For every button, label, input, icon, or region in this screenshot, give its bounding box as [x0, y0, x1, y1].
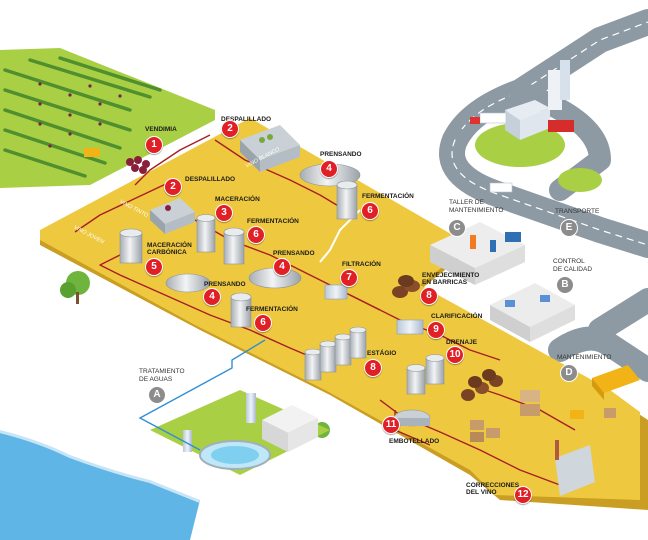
service-label-control-2: DE CALIDAD — [553, 266, 593, 273]
service-label-mantenimiento: MANTENIMIENTO — [557, 354, 612, 361]
step-label-estagio: ESTÁGIO — [367, 350, 397, 357]
step-badge-4-low: 4 — [203, 288, 221, 306]
step-badge-6-low: 6 — [254, 314, 272, 332]
road-grass-island-small — [558, 168, 602, 192]
river — [0, 430, 200, 540]
step-badge-9: 9 — [427, 321, 445, 339]
river-bank — [0, 427, 202, 503]
step-badge-10: 10 — [446, 346, 464, 364]
service-badge-b: B — [556, 276, 574, 294]
service-badge-a: A — [148, 386, 166, 404]
filtration-flow-arrow — [319, 209, 361, 263]
workshop-building — [430, 222, 525, 285]
grape-dots — [38, 82, 122, 148]
step-label-prensando-mid: PRENSANDO — [273, 250, 315, 257]
step-badge-8-estagio: 8 — [364, 359, 382, 377]
tanks — [119, 180, 445, 395]
bottling-line — [393, 390, 540, 442]
step-badge-5: 5 — [145, 258, 163, 276]
destemmer-mid — [150, 198, 195, 234]
clarification-unit — [396, 319, 424, 335]
step-label-filtracion: FILTRACIÓN — [342, 261, 381, 268]
step-label-prensando-low: PRENSANDO — [204, 281, 246, 288]
service-label-tratamiento-1: TRATAMIENTO — [139, 368, 185, 375]
step-label-envejecimiento-2: EN BARRICAS — [422, 279, 468, 286]
step-badge-2-mid: 2 — [164, 178, 182, 196]
vineyard-rows — [3, 56, 162, 178]
service-label-transporte: TRANSPORTE — [555, 208, 600, 215]
quality-lab — [490, 283, 575, 342]
service-label-taller-1: TALLER DE — [449, 199, 484, 206]
vineyard-field — [0, 48, 215, 188]
service-label-control-1: CONTROL — [553, 258, 585, 265]
service-badge-d: D — [560, 364, 578, 382]
step-badge-6-top: 6 — [361, 202, 379, 220]
step-label-despalillado-mid: DESPALILLADO — [185, 176, 236, 183]
service-badge-e: E — [560, 219, 578, 237]
step-badge-3: 3 — [215, 204, 233, 222]
destemmer-top — [240, 125, 300, 172]
step-badge-7: 7 — [340, 269, 358, 287]
press-low — [165, 273, 211, 293]
step-badge-6-mid: 6 — [247, 226, 265, 244]
step-label-maceracion: MACERACIÓN — [215, 196, 260, 203]
step-label-fermentacion-low: FERMENTACIÓN — [246, 306, 298, 313]
step-label-vendimia: VENDIMIA — [145, 126, 177, 133]
correction-station — [555, 440, 595, 496]
step-label-prensando-top: PRENSANDO — [320, 151, 362, 158]
barrels — [392, 275, 503, 401]
step-badge-2-top: 2 — [221, 120, 239, 138]
road-grass-island — [475, 123, 565, 167]
step-badge-4-mid: 4 — [273, 258, 291, 276]
service-badge-c: C — [448, 219, 466, 237]
step-label-envejecimiento-1: ENVEJECIMIENTO — [422, 272, 480, 279]
step-badge-4-top: 4 — [320, 160, 338, 178]
step-label-despalillado-top: DESPALILLADO — [221, 116, 272, 123]
step-label-clarificacion: CLARIFICACIÓN — [431, 313, 483, 320]
step-badge-12: 12 — [514, 486, 532, 504]
step-label-fermentacion-top: FERMENTACIÓN — [362, 193, 414, 200]
service-label-tratamiento-2: DE AGUAS — [139, 376, 173, 383]
filtration-unit — [324, 284, 348, 300]
transport-depot — [470, 60, 574, 193]
step-label-correcciones-2: DEL VINO — [466, 489, 497, 496]
maintenance-area — [570, 365, 640, 419]
step-label-maceracion-carbonica-2: CARBÓNICA — [147, 249, 187, 256]
water-pipe — [138, 339, 266, 451]
harvest-tractor — [84, 148, 100, 157]
water-treatment-plant — [150, 390, 330, 475]
grape-pile — [126, 156, 150, 174]
service-label-taller-2: MANTENIMIENTO — [449, 207, 504, 214]
step-label-correcciones-1: CORRECCIONES — [466, 482, 520, 489]
step-badge-1: 1 — [145, 136, 163, 154]
step-badge-8-envejecimiento: 8 — [420, 287, 438, 305]
step-badge-11: 11 — [382, 416, 400, 434]
step-label-embotellado: EMBOTELLADO — [389, 438, 440, 445]
step-label-maceracion-carbonica-1: MACERACIÓN — [147, 242, 192, 249]
roads — [439, 9, 648, 382]
step-label-fermentacion-mid: FERMENTACIÓN — [247, 218, 299, 225]
step-label-drenaje: DRENAJE — [446, 339, 478, 346]
